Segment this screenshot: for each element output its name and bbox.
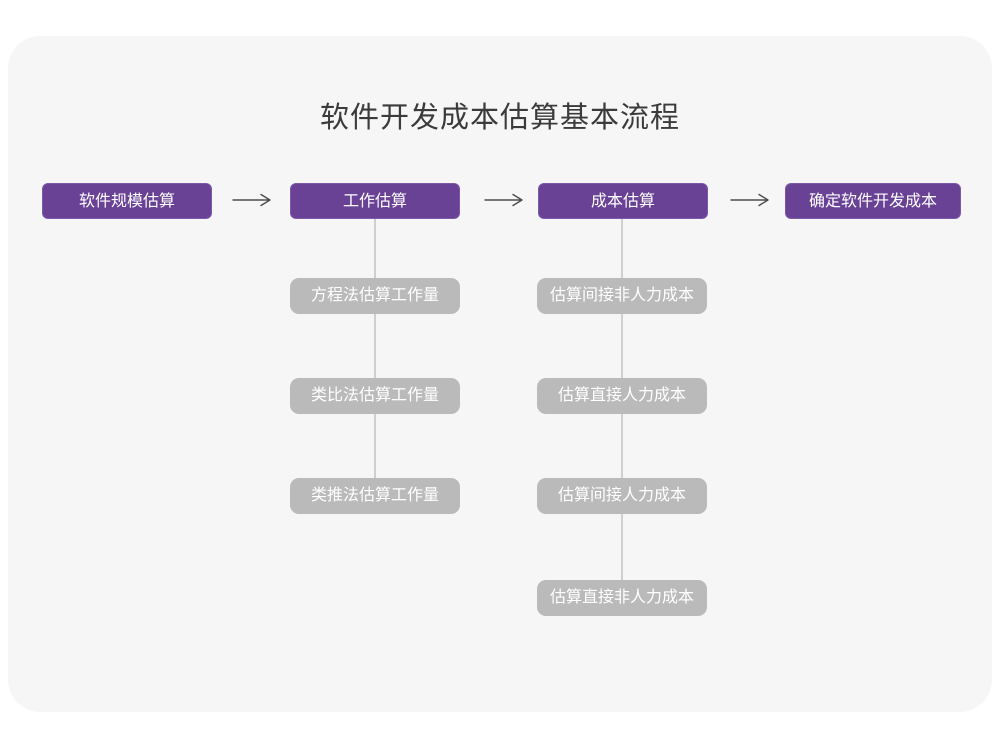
stage-box-work-estimation: 工作估算 [290,183,460,219]
flow-right-arrow-icon [484,193,524,207]
substep-box-indirect-nonlabor-cost: 估算间接非人力成本 [537,278,707,314]
substep-box-direct-labor-cost: 估算直接人力成本 [537,378,707,414]
stage-box-determine-development-cost: 确定软件开发成本 [785,183,961,219]
stage-box-cost-estimation: 成本估算 [538,183,708,219]
substep-box-extrapolation-method: 类推法估算工作量 [290,478,460,514]
diagram-title: 软件开发成本估算基本流程 [319,102,680,134]
substep-box-equation-method: 方程法估算工作量 [290,278,460,314]
flow-right-arrow-icon [730,193,770,207]
substep-box-analogy-method: 类比法估算工作量 [290,378,460,414]
connector-line-work-estimation [374,218,376,479]
substep-box-indirect-labor-cost: 估算间接人力成本 [537,478,707,514]
substep-box-direct-nonlabor-cost: 估算直接非人力成本 [537,580,707,616]
stage-box-software-scale-estimation: 软件规模估算 [42,183,212,219]
flowchart-card [8,36,992,712]
flow-right-arrow-icon [232,193,272,207]
